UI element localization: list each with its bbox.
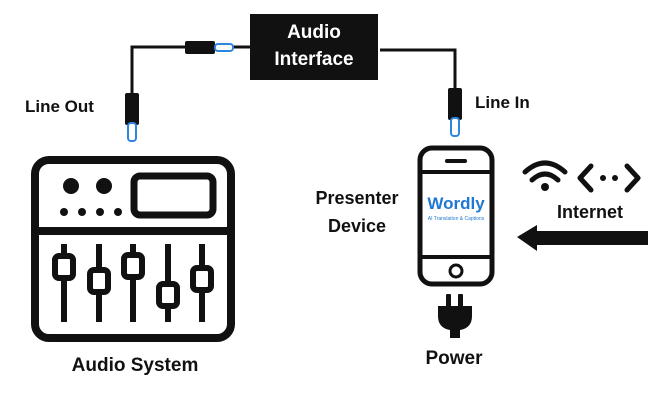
line-in-label: Line In bbox=[475, 93, 530, 112]
audio-plug-icon bbox=[125, 93, 139, 142]
wordly-name: Wordly bbox=[427, 194, 485, 213]
audio-interface-label-line2: Interface bbox=[274, 49, 353, 70]
wifi-icon bbox=[522, 160, 568, 191]
line-out-label: Line Out bbox=[25, 97, 94, 116]
audio-plug-icon bbox=[185, 41, 234, 54]
audio-system-label: Audio System bbox=[72, 355, 199, 376]
power-label: Power bbox=[425, 348, 483, 369]
internet-label: Internet bbox=[557, 202, 623, 222]
presenter-device-label-line2: Device bbox=[328, 216, 386, 236]
cable-right bbox=[380, 48, 457, 90]
wordly-tagline: AI Translation & Captions bbox=[428, 216, 485, 222]
code-arrows-icon bbox=[577, 163, 641, 193]
audio-interface-box: Audio Interface bbox=[250, 14, 378, 80]
arrow-left-icon bbox=[517, 225, 648, 251]
power-plug-icon bbox=[438, 294, 472, 338]
cable-left bbox=[130, 45, 252, 93]
presenter-device-label-line1: Presenter bbox=[315, 188, 398, 208]
audio-plug-icon bbox=[448, 88, 462, 137]
mixer-icon bbox=[31, 156, 235, 342]
smartphone-icon bbox=[417, 145, 495, 287]
wordly-logo: Wordly AI Translation & Captions bbox=[427, 194, 485, 222]
audio-interface-label-line1: Audio bbox=[287, 22, 341, 43]
